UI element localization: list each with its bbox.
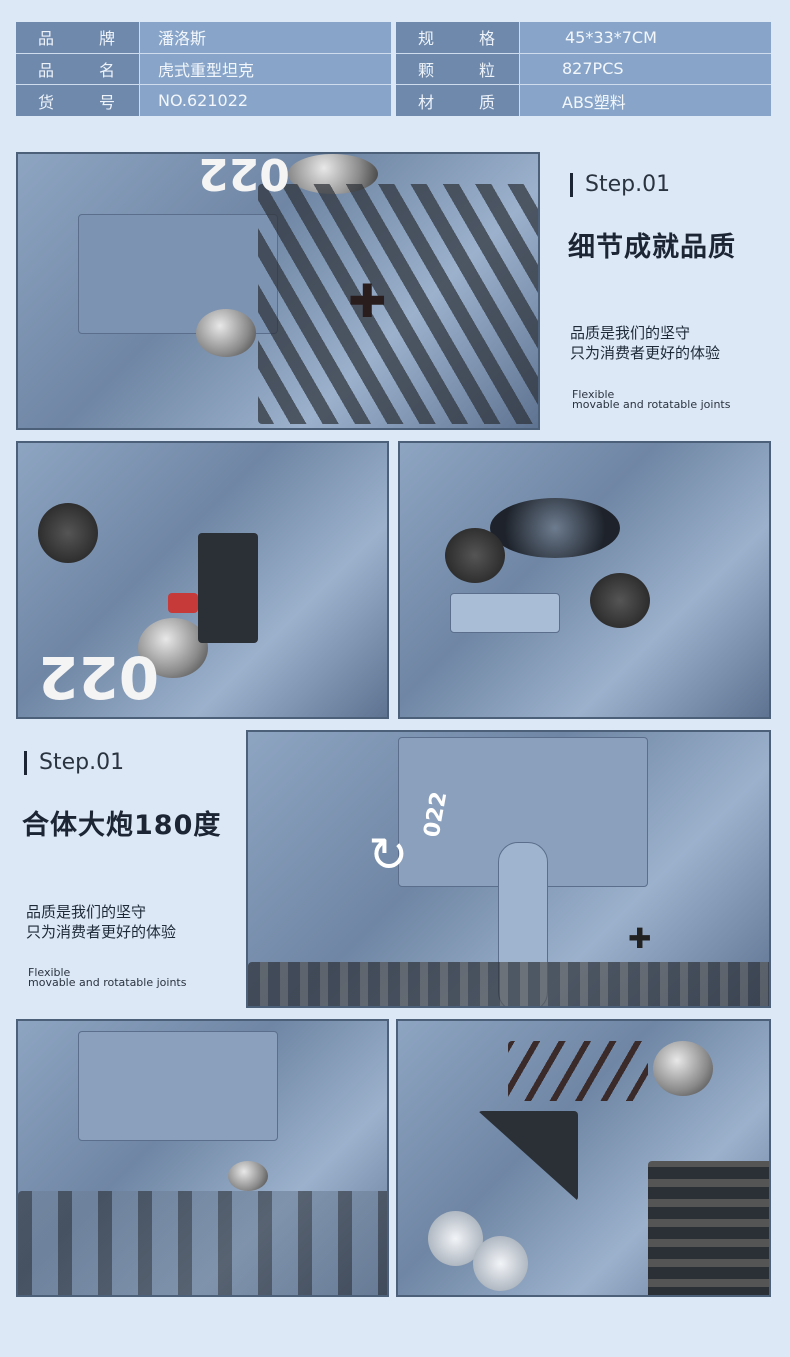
product-photo-front-lights bbox=[396, 1019, 771, 1297]
rotate-arrow-icon: ↻ bbox=[368, 827, 409, 883]
section1-title: 细节成就品质 bbox=[568, 232, 736, 263]
product-photo-hull-detail: ✚ 022 bbox=[16, 152, 540, 430]
product-photo-turret-top bbox=[398, 441, 771, 719]
desc-line: 只为消费者更好的体验 bbox=[570, 344, 721, 362]
section2-desc: 品质是我们的坚守 只为消费者更好的体验 bbox=[26, 902, 176, 942]
spec-label: 材质 bbox=[396, 85, 519, 116]
spec-label: 颗粒 bbox=[396, 53, 519, 85]
cross-emblem-icon: ✚ bbox=[628, 922, 652, 955]
product-photo-tank-rear bbox=[16, 1019, 389, 1297]
spec-value-size: 45*33*7CM bbox=[520, 22, 771, 53]
section2-step: Step.01 bbox=[24, 751, 124, 775]
flex-line: Flexible bbox=[28, 966, 71, 979]
hull-number-decal: 022 bbox=[38, 643, 160, 711]
section2-flex-note: Flexible movable and rotatable joints bbox=[28, 966, 187, 989]
spec-label: 货号 bbox=[16, 85, 139, 116]
section1-desc: 品质是我们的坚守 只为消费者更好的体验 bbox=[570, 323, 720, 363]
desc-line: 品质是我们的坚守 bbox=[570, 324, 691, 342]
spec-value-material: ABS塑料 bbox=[520, 85, 771, 116]
section1-step: Step.01 bbox=[570, 173, 670, 197]
spec-value-sku: NO.621022 bbox=[140, 85, 391, 116]
spec-table-right: 规格 45*33*7CM 颗粒 827PCS 材质 ABS塑料 bbox=[396, 22, 771, 116]
section1-flex-note: Flexible movable and rotatable joints bbox=[572, 388, 731, 411]
spec-value-name: 虎式重型坦克 bbox=[140, 53, 391, 85]
spec-label: 品牌 bbox=[16, 22, 139, 53]
hull-number-decal: 022 bbox=[198, 152, 290, 199]
desc-line: 品质是我们的坚守 bbox=[26, 903, 147, 921]
product-photo-rear-deck: 022 bbox=[16, 441, 389, 719]
product-photo-turret-rotation: ↻ 022 ✚ bbox=[246, 730, 771, 1008]
flex-line: movable and rotatable joints bbox=[572, 398, 731, 411]
spec-label: 规格 bbox=[396, 22, 519, 53]
desc-line: 只为消费者更好的体验 bbox=[26, 923, 177, 941]
cross-emblem-icon: ✚ bbox=[348, 274, 387, 328]
section2-title: 合体大炮180度 bbox=[22, 810, 222, 841]
spec-table-left: 品牌 潘洛斯 品名 虎式重型坦克 货号 NO.621022 bbox=[16, 22, 391, 116]
flex-line: movable and rotatable joints bbox=[28, 976, 187, 989]
flex-line: Flexible bbox=[572, 388, 615, 401]
spec-value-pieces: 827PCS bbox=[520, 53, 771, 85]
spec-value-brand: 潘洛斯 bbox=[140, 22, 391, 53]
spec-label: 品名 bbox=[16, 53, 139, 85]
